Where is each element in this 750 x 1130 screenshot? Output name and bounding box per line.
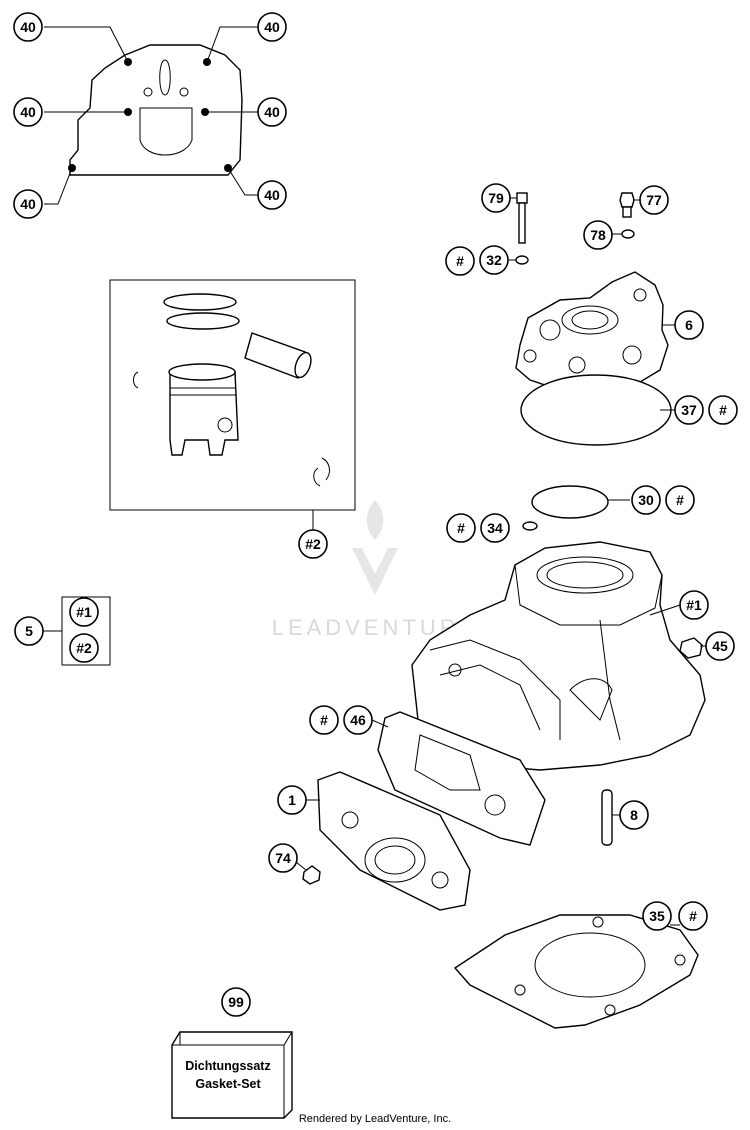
callout-8: 8 (619, 800, 649, 830)
callout-40-top-right: 40 (257, 12, 287, 42)
flange-nut (302, 865, 321, 885)
callout-30: 30 (631, 485, 661, 515)
oring-small (522, 521, 538, 531)
svg-text:37: 37 (681, 402, 697, 418)
svg-text:40: 40 (20, 19, 36, 35)
cylinder-head (515, 271, 675, 446)
callout-40-mid-left: 40 (13, 97, 43, 127)
footer-credit: Rendered by LeadVenture, Inc. (299, 1113, 451, 1125)
callout-35: 35 (642, 901, 672, 931)
svg-text:#: # (689, 908, 697, 924)
svg-text:40: 40 (264, 19, 280, 35)
svg-text:78: 78 (590, 227, 606, 243)
svg-text:40: 40 (264, 187, 280, 203)
svg-text:34: 34 (487, 520, 503, 536)
svg-text:99: 99 (228, 994, 244, 1010)
base-gasket (453, 914, 699, 1029)
svg-text:79: 79 (488, 190, 504, 206)
callout-78: 78 (583, 220, 613, 250)
cover-plate (68, 44, 243, 176)
intake-gasket (377, 711, 546, 846)
svg-text:74: 74 (275, 850, 291, 866)
callout-1-cylinder-kit: #1 (679, 590, 709, 620)
svg-text:45: 45 (712, 638, 728, 654)
callout-40-top-left: 40 (13, 12, 43, 42)
callout-79: 79 (481, 183, 511, 213)
svg-text:46: 46 (350, 712, 366, 728)
callout-5: 5 (14, 616, 44, 646)
piston-kit (109, 279, 356, 530)
callout-1: 1 (277, 785, 307, 815)
callout-34: 34 (480, 513, 510, 543)
intake-flange (306, 771, 471, 911)
svg-text:#: # (676, 492, 684, 508)
dowel-pin (601, 789, 613, 846)
callout-6: 6 (674, 310, 704, 340)
svg-text:40: 40 (20, 104, 36, 120)
svg-text:#: # (719, 402, 727, 418)
svg-text:32: 32 (486, 252, 502, 268)
svg-text:#2: #2 (76, 640, 92, 656)
svg-text:30: 30 (638, 492, 654, 508)
svg-text:8: 8 (630, 807, 638, 823)
callout-40-bottom-left: 40 (13, 189, 43, 219)
callout-74: 74 (268, 843, 298, 873)
callout-40-mid-right: 40 (257, 97, 287, 127)
watermark: LEADVENTURE (272, 500, 474, 640)
svg-text:77: 77 (646, 192, 662, 208)
oring (531, 485, 609, 519)
gasket-set-label-de: Dichtungssatz (185, 1059, 270, 1073)
callout-30-hash: # (665, 485, 695, 515)
svg-text:#2: #2 (305, 536, 321, 552)
callout-46-hash: # (309, 705, 339, 735)
callout-40-bottom-right: 40 (257, 180, 287, 210)
gasket-set-label-en: Gasket-Set (195, 1077, 261, 1091)
svg-text:#: # (456, 253, 464, 269)
svg-text:6: 6 (685, 317, 693, 333)
callout-45: 45 (705, 631, 735, 661)
callout-37-hash: # (708, 395, 738, 425)
svg-text:#: # (457, 520, 465, 536)
svg-text:35: 35 (649, 908, 665, 924)
callout-77: 77 (639, 185, 669, 215)
svg-text:1: 1 (288, 792, 296, 808)
callout-5-item-1: #1 (69, 597, 99, 627)
callout-32-hash: # (445, 246, 475, 276)
svg-text:#1: #1 (686, 597, 702, 613)
callout-32: 32 (479, 245, 509, 275)
callout-2-piston-kit: #2 (298, 529, 328, 559)
callout-46: 46 (343, 705, 373, 735)
svg-text:40: 40 (264, 104, 280, 120)
svg-text:5: 5 (25, 623, 33, 639)
callout-35-hash: # (678, 901, 708, 931)
head-hardware (508, 192, 640, 265)
svg-text:#: # (320, 712, 328, 728)
callout-34-hash: # (446, 513, 476, 543)
cover-leaders (44, 26, 258, 205)
nut (679, 637, 703, 659)
callout-99: 99 (221, 987, 251, 1017)
gasket-set-box: Dichtungssatz Gasket-Set (171, 1031, 293, 1119)
cylinder (411, 541, 706, 771)
callout-37: 37 (674, 395, 704, 425)
svg-text:40: 40 (20, 196, 36, 212)
callout-5-item-2: #2 (69, 633, 99, 663)
svg-text:#1: #1 (76, 604, 92, 620)
